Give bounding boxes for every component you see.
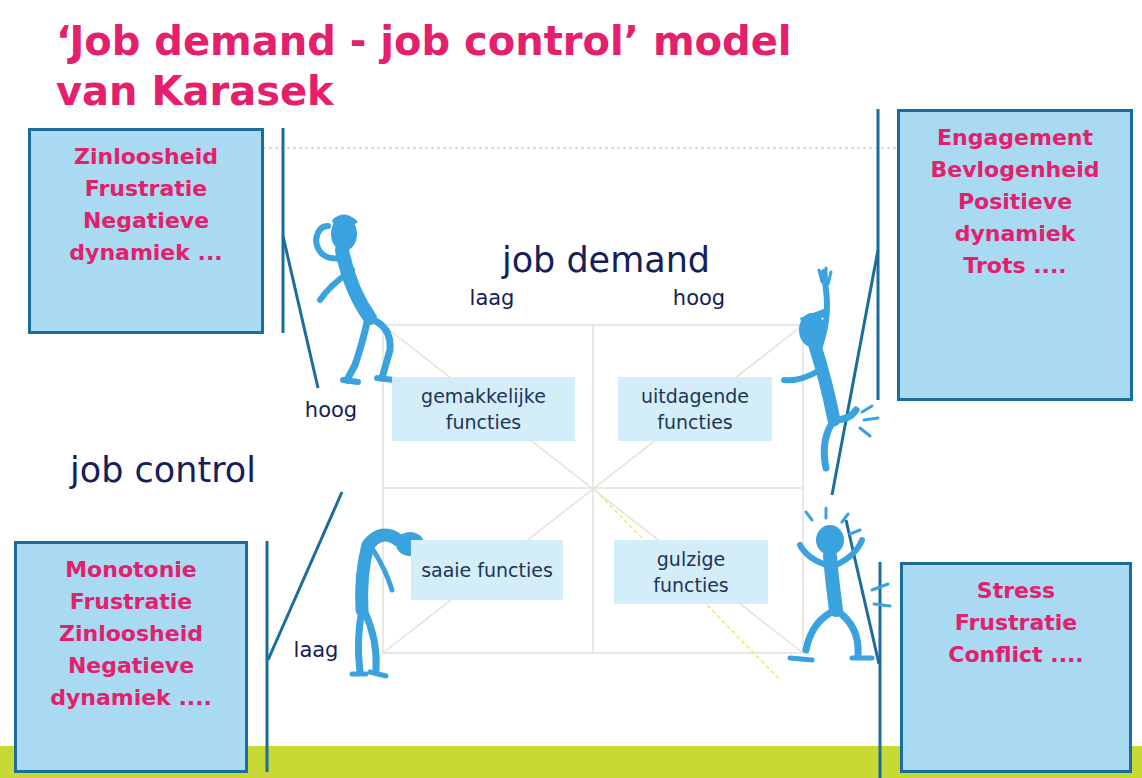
axis-level: laag [294,638,339,662]
effect-text: Stress Frustratie Conflict .... [927,575,1105,760]
effect-box: Monotonie Frustratie Zinloosheid Negatie… [14,541,248,773]
quadrant-box: saaie functies [411,540,563,600]
quadrant-box: uitdagende functies [618,377,772,441]
challenged-figure [784,268,878,468]
leader-lines [267,109,880,778]
axis-level: hoog [673,286,725,310]
quadrant-box: gemakkelijke functies [392,377,575,441]
axis-level: hoog [305,398,357,422]
quadrant-text: gemakkelijke functies [398,383,569,435]
axis-title: job demand [502,240,710,280]
effect-box: Stress Frustratie Conflict .... [900,562,1132,773]
axis-level: laag [470,286,515,310]
yellow-trace [600,495,780,680]
effect-text: Monotonie Frustratie Zinloosheid Negatie… [42,554,220,760]
stick-figures [316,214,890,676]
effect-box: Zinloosheid Frustratie Negatieve dynamie… [28,128,264,334]
title-rule [263,148,897,149]
effect-text: Zinloosheid Frustratie Negatieve dynamie… [57,141,235,321]
effect-box: Engagement Bevlogenheid Positieve dynami… [897,109,1133,401]
effect-text: Engagement Bevlogenheid Positieve dynami… [926,122,1104,388]
quadrant-box: gulzige functies [614,540,768,604]
quadrant-grid [383,325,803,653]
slide-title: ‘Job demand - job control’ model van Kar… [56,16,876,116]
axis-title: job control [70,450,256,490]
quadrant-text: saaie functies [421,557,553,583]
stressed-figure [790,508,890,660]
quadrant-text: gulzige functies [620,546,762,598]
quadrant-text: uitdagende functies [624,383,766,435]
easy-figure [316,214,394,382]
